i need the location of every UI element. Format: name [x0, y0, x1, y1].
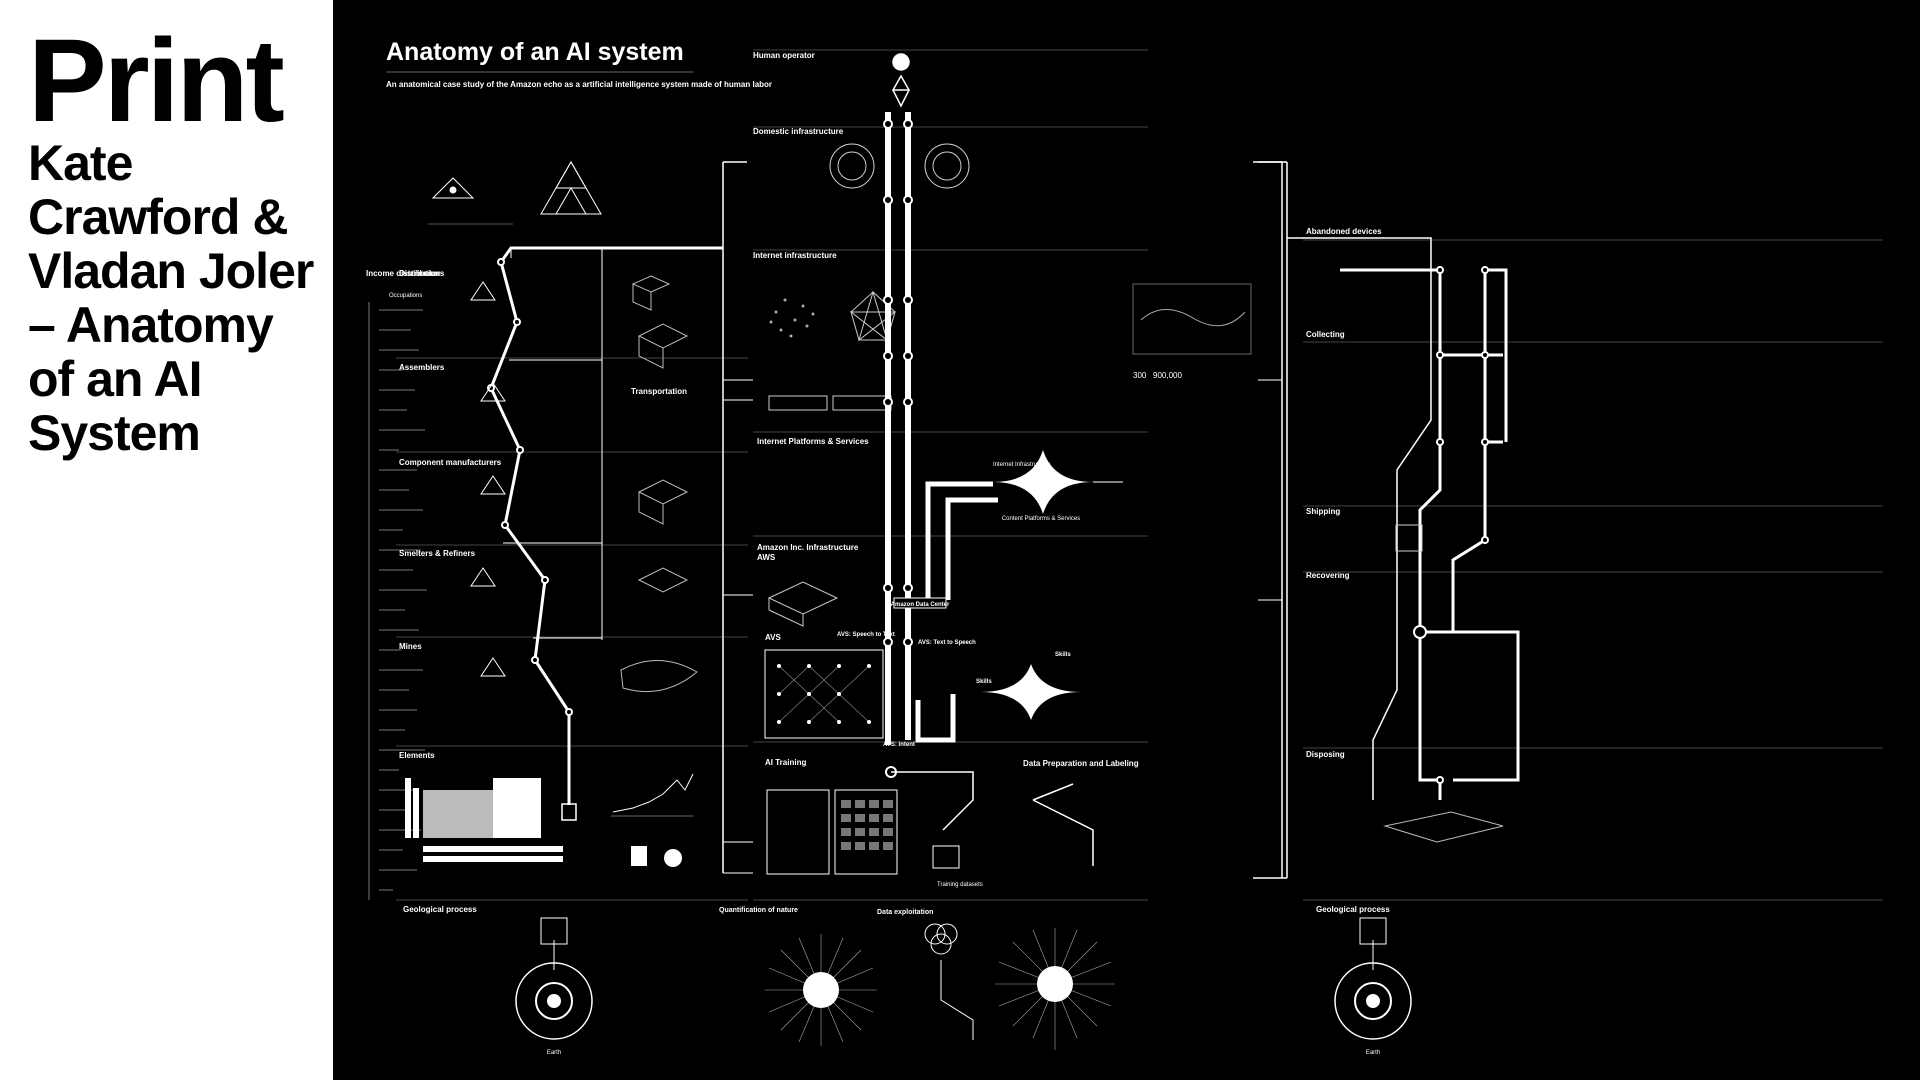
data-labeling-network: [891, 771, 1094, 866]
training-grid: [841, 800, 893, 850]
earth-left-label: Earth: [547, 1050, 561, 1056]
amazon-data-center-label: Amazon Data Center: [891, 602, 950, 608]
avs-text-to-speech-label: AVS: Text to Speech: [918, 640, 976, 646]
warehouse-illustrations: [620, 275, 698, 693]
trunk-stations: [883, 119, 913, 647]
labor-triangles: [470, 281, 506, 677]
abandoned-devices-heading: Abandoned devices: [1306, 227, 1382, 236]
earth-target-left: [515, 917, 593, 1040]
shipping-container-icon: [1395, 524, 1423, 552]
counter-b: 900,000: [1153, 371, 1182, 380]
distributors-heading: Distributors: [399, 269, 445, 278]
data-exploitation-heading: Data exploitation: [877, 909, 933, 916]
poster-artwork: Anatomy of an AI system An anatomical ca…: [366, 38, 1883, 1056]
transportation-heading: Transportation: [631, 387, 687, 396]
earth-right-label: Earth: [1366, 1050, 1380, 1056]
income-bar-list: [368, 302, 427, 900]
hand-icon: [1037, 966, 1073, 1002]
skills-mid-label: Skills: [976, 679, 992, 685]
collecting-heading: Collecting: [1306, 330, 1345, 339]
assemblers-heading: Assemblers: [399, 363, 445, 372]
human-face-icon: [803, 972, 839, 1008]
counter-a: 300: [1133, 371, 1147, 380]
content-platforms-label: Content Platforms & Services: [1002, 516, 1080, 522]
aws-server-illustration: [767, 581, 839, 627]
content-platforms-funnel: [993, 450, 1093, 514]
right-section-rules: [1303, 239, 1883, 901]
internet-infrastructure-heading: Internet infrastructure: [753, 251, 837, 260]
platform-branch: [915, 481, 998, 743]
isp-network-cloud: [769, 298, 815, 338]
geological-process-left-heading: Geological process: [403, 905, 477, 914]
supply-chain-line: [489, 246, 723, 805]
recycling-network: [1340, 268, 1520, 800]
training-dataset-box: [932, 845, 960, 869]
avs-speech-to-text-label: AVS: Speech to Text: [837, 632, 895, 638]
submarine-cable-map: [1132, 283, 1252, 355]
shipping-heading: Shipping: [1306, 507, 1340, 516]
amazon-infrastructure-heading: Amazon Inc. Infrastructure: [757, 543, 859, 552]
neural-network-nodes: [777, 664, 871, 724]
elements-heading: Elements: [399, 751, 435, 760]
supply-chain-stations: [487, 258, 573, 716]
training-datasets-label: Training datasets: [937, 882, 983, 888]
right-frame: [1253, 161, 1288, 879]
mine-marker-icon: [561, 803, 577, 821]
amazon-data-center-badge: [893, 597, 947, 609]
mines-heading: Mines: [399, 642, 422, 651]
landfill-illustration: [1383, 811, 1504, 843]
fractal-triangle: [540, 160, 602, 215]
training-device-frame: [766, 789, 830, 875]
ixp-star-network: [849, 290, 897, 342]
skills-top-label: Skills: [1055, 652, 1071, 658]
quantification-heading: Quantification of nature: [719, 907, 798, 914]
element-share-square: [631, 846, 647, 866]
stage-rules: [396, 357, 748, 901]
periodic-table: [405, 778, 563, 862]
income-distribution-heading: Income distribution: [366, 269, 440, 278]
central-trunk: [885, 112, 911, 745]
human-operator-icon: [891, 53, 911, 108]
skills-funnel: [981, 664, 1081, 720]
training-grid-frame: [834, 789, 898, 875]
side-connectors-center: [723, 161, 1282, 879]
slide-kicker: Print: [28, 15, 285, 147]
marx-dialectic-diagram: [428, 177, 513, 225]
title-panel: Print Kate Crawford & Vladan Joler – Ana…: [0, 0, 333, 1080]
data-preparation-heading: Data Preparation and Labeling: [1023, 759, 1139, 768]
poster-title: Anatomy of an AI system: [386, 38, 684, 66]
anatomy-poster: Anatomy of an AI system An anatomical ca…: [333, 0, 1920, 1080]
internet-platforms-heading: Internet Platforms & Services: [757, 437, 869, 446]
geological-process-right-heading: Geological process: [1316, 905, 1390, 914]
neural-network: [778, 665, 870, 723]
recovering-heading: Recovering: [1306, 571, 1350, 580]
element-share-pie: [664, 849, 682, 867]
rare-earth-chart: [612, 773, 694, 813]
recycling-stations: [1413, 266, 1489, 784]
echo-device-diagrams: [829, 143, 970, 189]
disposing-heading: Disposing: [1306, 750, 1345, 759]
avs-heading: AVS: [765, 633, 782, 642]
internet-infra-node-label: Internet Infrastructure: [993, 462, 1051, 468]
aws-heading: AWS: [757, 553, 776, 562]
server-racks: [768, 395, 892, 411]
slide-subtitle: Kate Crawford & Vladan Joler – Anatomy o…: [28, 135, 314, 461]
occupations-heading: Occupations: [389, 293, 422, 299]
domestic-infrastructure-heading: Domestic infrastructure: [753, 127, 844, 136]
avs-neural-net-frame: [764, 649, 884, 739]
data-exploitation-flow: [940, 960, 974, 1040]
earth-target-right: [1334, 917, 1412, 1040]
ai-training-heading: AI Training: [765, 758, 806, 767]
human-operator-heading: Human operator: [753, 51, 815, 60]
component-manufacturers-heading: Component manufacturers: [399, 458, 502, 467]
venn-diagram: [924, 923, 958, 955]
smelters-heading: Smelters & Refiners: [399, 549, 476, 558]
connector-lines-left: [503, 248, 603, 640]
cable-route: [1140, 309, 1246, 327]
avs-intent-label: AVS: Intent: [883, 742, 915, 748]
poster-tagline: An anatomical case study of the Amazon e…: [386, 80, 772, 89]
recycling-loop-line: [1287, 237, 1432, 800]
